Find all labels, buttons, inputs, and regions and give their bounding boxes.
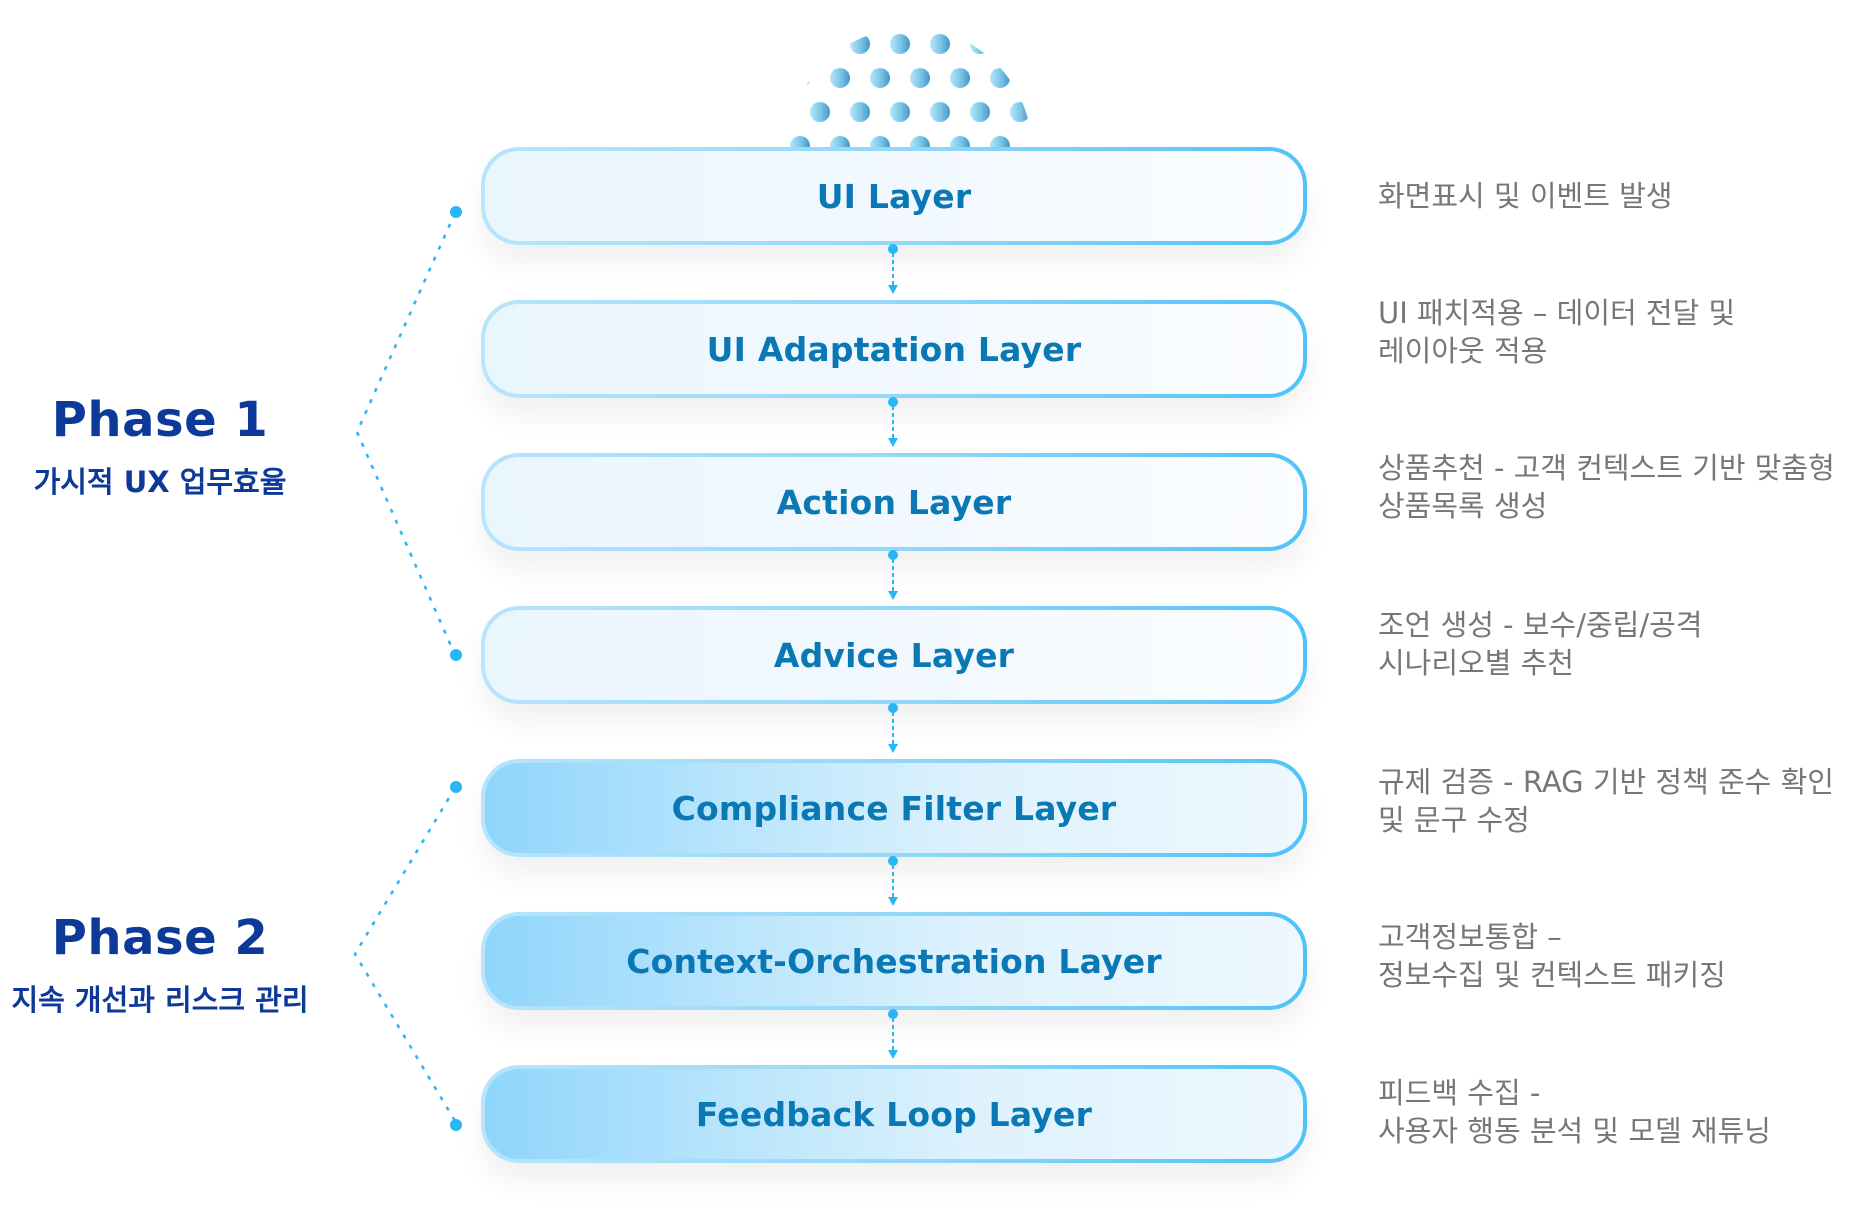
phase-1-bracket <box>355 206 462 661</box>
dashed-arrow-down-icon <box>888 1009 898 1059</box>
decor-dot <box>790 68 810 88</box>
bracket-dot <box>450 649 462 661</box>
phase-1-label: Phase 1 가시적 UX 업무효율 <box>0 392 320 502</box>
decor-dot <box>760 0 770 20</box>
layer-compliance-filter: Compliance Filter Layer <box>481 759 1307 857</box>
decor-dot <box>950 68 970 88</box>
description-line: 상품추천 - 고객 컨텍스트 기반 맞춤형 <box>1378 451 1835 485</box>
decor-dot <box>1010 34 1030 54</box>
decor-dot <box>990 0 1010 20</box>
layer-description: 상품추천 - 고객 컨텍스트 기반 맞춤형 상품목록 생성 <box>1378 449 1874 525</box>
dashed-arrow-down-icon <box>888 856 898 906</box>
layer-ui: UI Layer <box>481 147 1307 245</box>
decor-dot <box>930 34 950 54</box>
layer-ui-adaptation: UI Adaptation Layer <box>481 300 1307 398</box>
layer-label: Advice Layer <box>773 635 1015 675</box>
layer-label: Context-Orchestration Layer <box>626 941 1162 981</box>
decor-dot <box>990 136 1010 150</box>
decor-dot <box>830 68 850 88</box>
description-line: 고객정보통합 – <box>1378 920 1562 954</box>
decor-dot <box>890 34 910 54</box>
phase-subtitle: 가시적 UX 업무효율 <box>33 465 287 499</box>
decor-dot <box>910 136 930 150</box>
description-line: 규제 검증 - RAG 기반 정책 준수 확인 <box>1378 765 1834 799</box>
description-line: 정보수집 및 컨텍스트 패키징 <box>1378 958 1726 992</box>
decor-dot <box>850 102 870 122</box>
layer-description: 고객정보통합 – 정보수집 및 컨텍스트 패키징 <box>1378 918 1874 994</box>
decor-dot <box>760 68 770 88</box>
decor-dot <box>970 34 990 54</box>
decor-dot <box>990 68 1010 88</box>
description-line: 레이아웃 적용 <box>1378 334 1548 368</box>
decor-dot <box>1010 102 1030 122</box>
description-line: 화면표시 및 이벤트 발생 <box>1378 179 1673 213</box>
layer-description: 조언 생성 - 보수/중립/공격 시나리오별 추천 <box>1378 606 1874 682</box>
dashed-arrow-down-icon <box>888 397 898 447</box>
decor-dot <box>910 0 930 20</box>
decor-dot <box>788 34 790 54</box>
dotted-sphere-icon <box>760 0 1030 150</box>
description-line: 상품목록 생성 <box>1378 489 1548 523</box>
decor-dot <box>870 68 890 88</box>
layer-description: 규제 검증 - RAG 기반 정책 준수 확인 및 문구 수정 <box>1378 763 1874 839</box>
decor-dot <box>950 136 970 150</box>
description-line: 조언 생성 - 보수/중립/공격 <box>1378 608 1703 642</box>
layer-label: Compliance Filter Layer <box>671 788 1117 828</box>
bracket-dot <box>450 781 462 793</box>
decor-dot <box>788 102 790 122</box>
bracket-dot <box>450 1119 462 1131</box>
decor-dot <box>930 102 950 122</box>
bracket-dot <box>450 206 462 218</box>
layer-label: Feedback Loop Layer <box>695 1094 1093 1134</box>
decor-dot <box>970 102 990 122</box>
phase-subtitle: 지속 개선과 리스크 관리 <box>11 983 309 1017</box>
phase-title: Phase 2 <box>51 910 269 966</box>
decor-dot <box>950 0 970 20</box>
decor-dot <box>810 102 830 122</box>
phase-title: Phase 1 <box>51 392 269 448</box>
layer-advice: Advice Layer <box>481 606 1307 704</box>
decor-dot <box>870 136 890 150</box>
decor-dot <box>910 68 930 88</box>
phase-2-label: Phase 2 지속 개선과 리스크 관리 <box>0 910 320 1020</box>
layer-description: 피드백 수집 - 사용자 행동 분석 및 모델 재튜닝 <box>1378 1074 1874 1150</box>
decor-dot <box>890 102 910 122</box>
layer-label: UI Adaptation Layer <box>706 329 1082 369</box>
description-line: 사용자 행동 분석 및 모델 재튜닝 <box>1378 1114 1771 1148</box>
dashed-arrow-down-icon <box>888 244 898 294</box>
layer-action: Action Layer <box>481 453 1307 551</box>
decor-dot <box>830 0 850 20</box>
layer-description: 화면표시 및 이벤트 발생 <box>1378 177 1874 215</box>
decor-dot <box>870 0 890 20</box>
description-line: 피드백 수집 - <box>1378 1076 1541 1110</box>
layer-description: UI 패치적용 – 데이터 전달 및 레이아웃 적용 <box>1378 294 1874 370</box>
layer-context-orchestration: Context-Orchestration Layer <box>481 912 1307 1010</box>
description-line: 시나리오별 추천 <box>1378 646 1574 680</box>
layer-feedback-loop: Feedback Loop Layer <box>481 1065 1307 1163</box>
layer-label: UI Layer <box>816 176 972 216</box>
decor-dot <box>830 136 850 150</box>
description-line: UI 패치적용 – 데이터 전달 및 <box>1378 296 1736 330</box>
decor-dot <box>850 34 870 54</box>
decor-dot <box>790 136 810 150</box>
decor-dot <box>810 34 830 54</box>
layer-label: Action Layer <box>776 482 1012 522</box>
dashed-arrow-down-icon <box>888 550 898 600</box>
phase-2-bracket <box>353 781 462 1131</box>
decor-dot <box>790 0 810 20</box>
dashed-arrow-down-icon <box>888 703 898 753</box>
description-line: 및 문구 수정 <box>1378 803 1530 837</box>
